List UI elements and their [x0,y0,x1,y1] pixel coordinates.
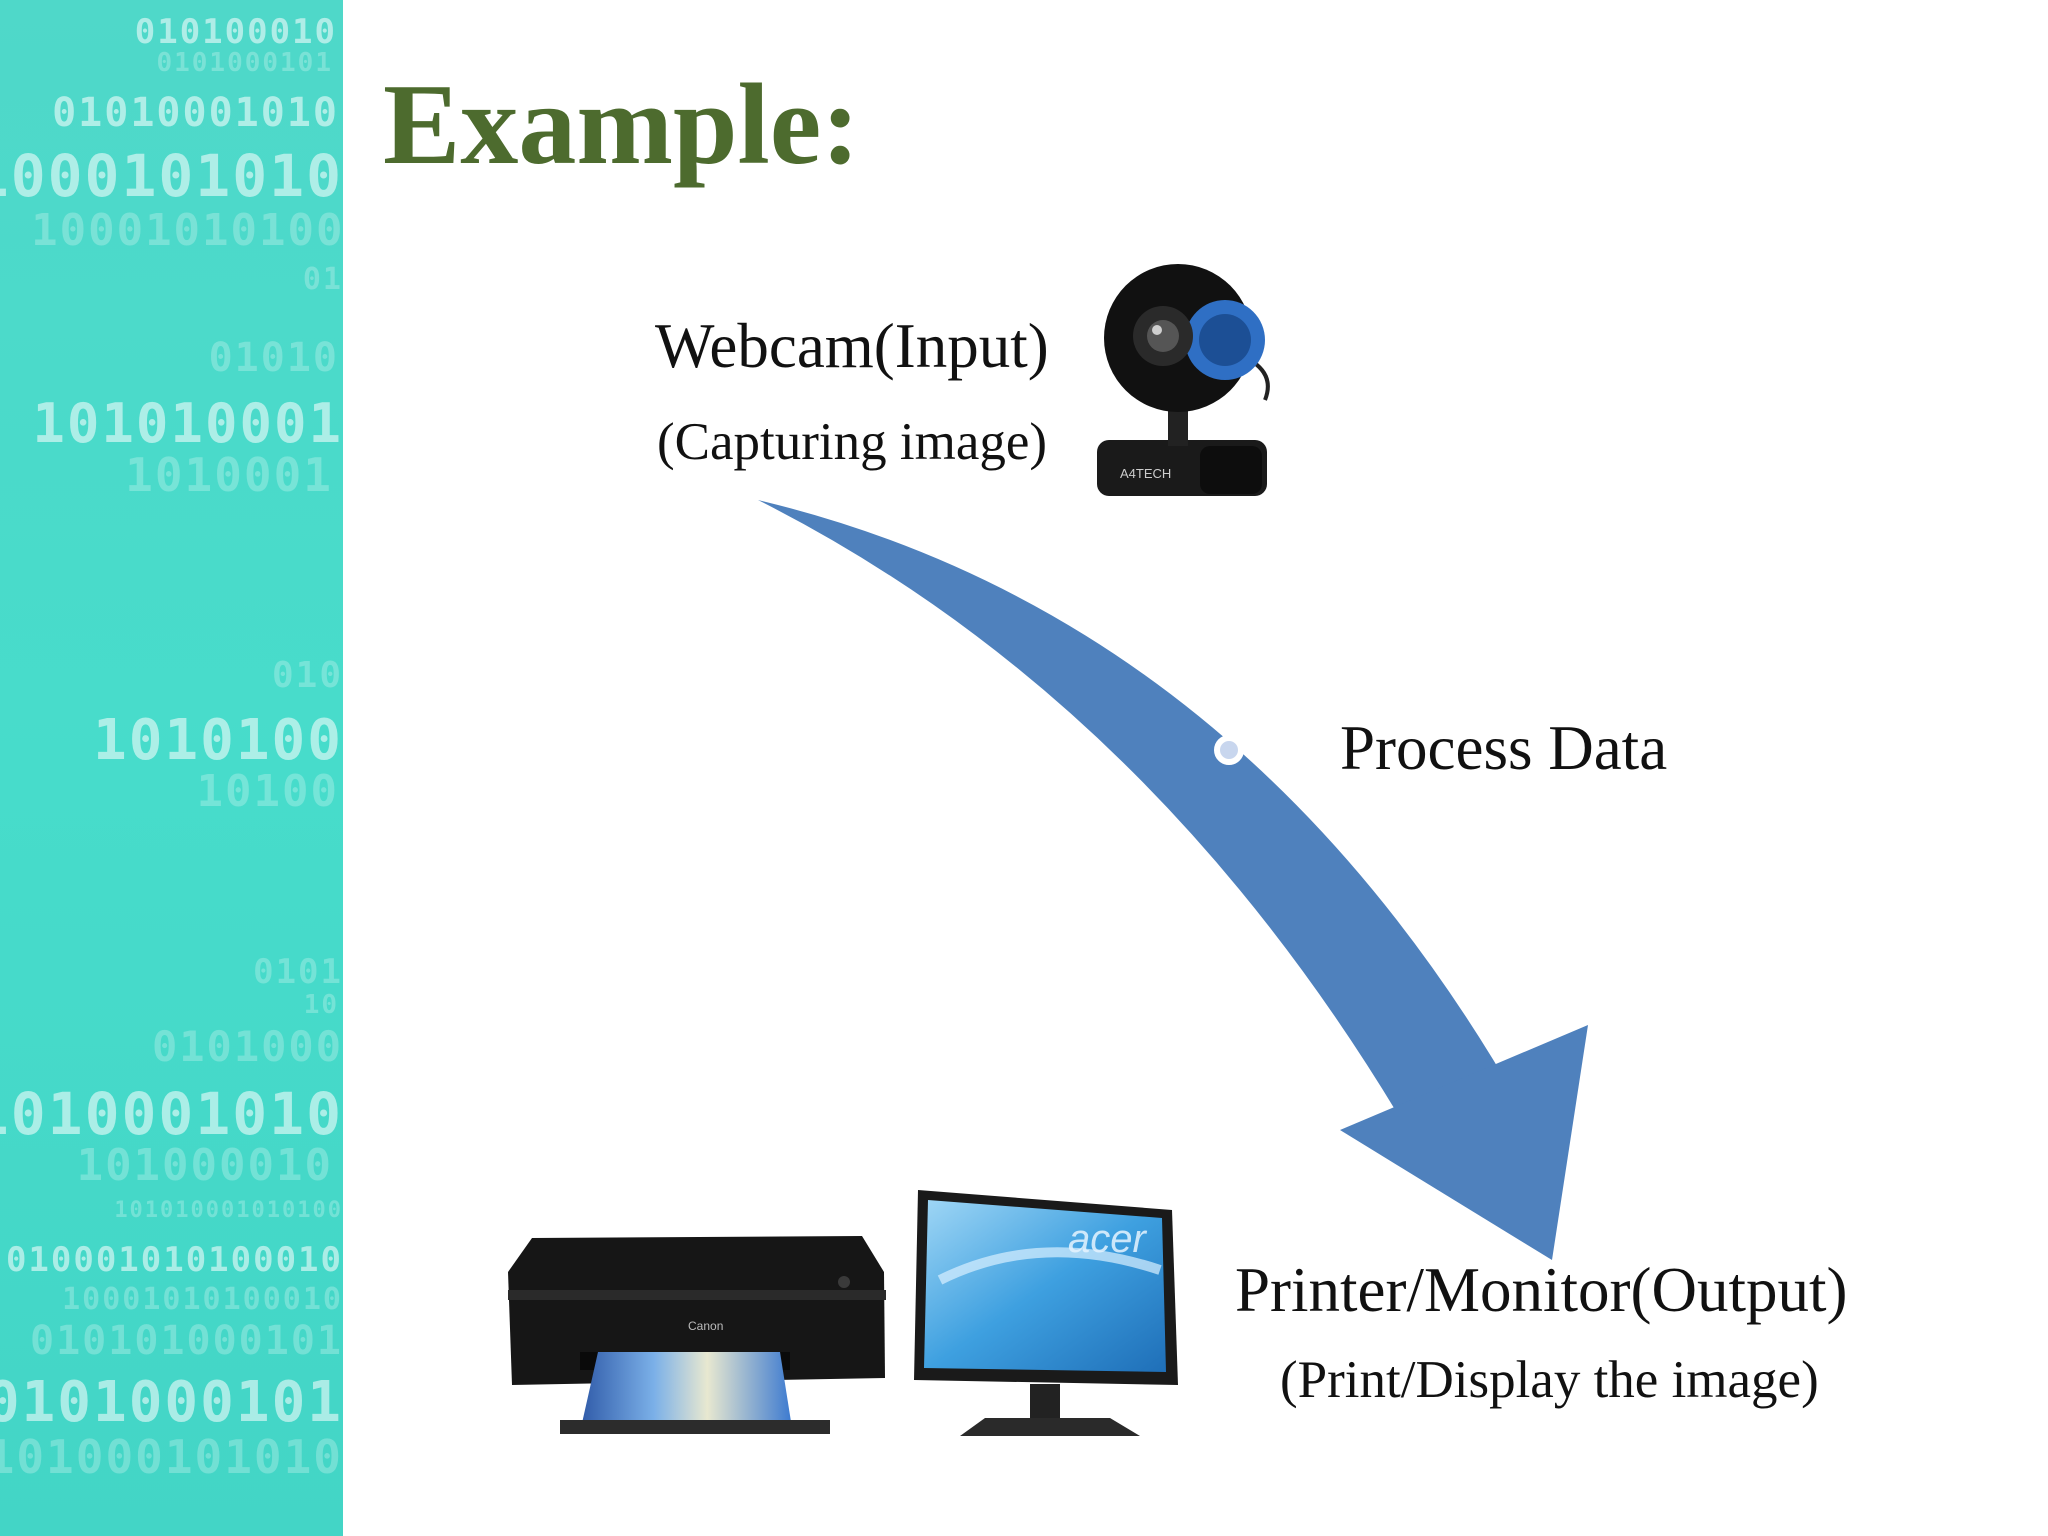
binary-text: 10 [303,990,339,1020]
binary-text: 0101000 [151,1022,343,1071]
binary-text: 0101000101 [156,48,333,78]
output-sublabel: (Print/Display the image) [1280,1351,1819,1409]
binary-text: 0101000101 [0,1370,343,1435]
slide-title: Example: [383,61,860,189]
binary-text: 010100010 [134,12,337,52]
binary-text: 101010001 [32,392,343,455]
arrow-head [1340,1025,1588,1260]
binary-text: 0101 [253,952,343,992]
binary-text: 100010101000 [31,205,343,256]
binary-text: 01010 [208,335,339,381]
binary-text: 010001010100010 [5,1240,343,1280]
binary-text: 010 [271,655,343,696]
monitor-brand: acer [1068,1217,1147,1261]
binary-text: 1010001 [125,448,333,502]
binary-text: 1010100 [92,708,343,773]
binary-text: 10001010100010 [62,1282,343,1317]
binary-text: 01010001010 [0,1080,343,1148]
process-arrow [758,500,1588,1260]
webcam-brand: A4TECH [1120,466,1171,481]
printer-brand: Canon [688,1319,723,1333]
binary-text: 01010001010 [52,90,339,136]
printer-image: Canon [508,1236,886,1434]
output-label: Printer/Monitor(Output) [1235,1255,1848,1325]
binary-text: 101010001010100 [114,1198,343,1223]
process-label: Process Data [1340,713,1668,783]
process-dot [1214,735,1244,765]
monitor-image: acer [914,1190,1178,1436]
binary-text: 010101000101 [30,1318,343,1364]
binary-text: 01 [302,262,343,297]
webcam-image: A4TECH [1097,264,1270,496]
decorative-sidebar: 010100010 0101000101 01010001010 1000101… [0,0,343,1536]
binary-text: 10100 [196,766,339,817]
input-label: Webcam(Input) [655,311,1049,381]
binary-text: 0101000101010 [0,1430,343,1484]
input-sublabel: (Capturing image) [657,413,1048,471]
binary-text: 101000010 [76,1140,333,1191]
binary-text: 1000101010 [0,142,343,210]
arrow-shaft [758,500,1520,1138]
